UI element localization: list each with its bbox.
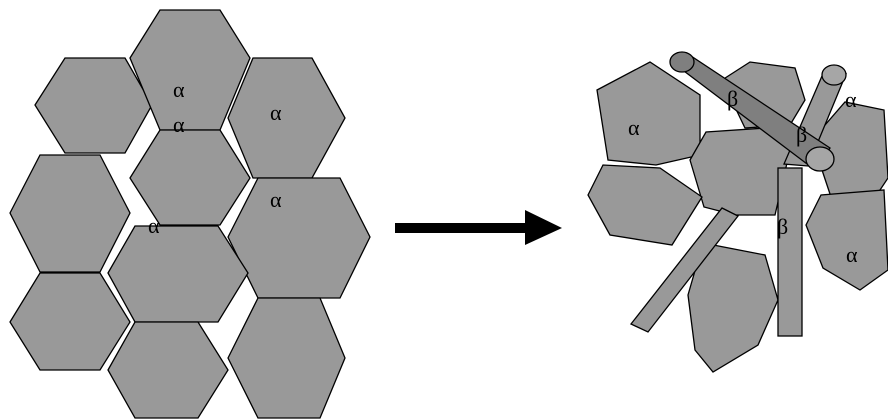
- hexagon-cell: [596, 61, 701, 166]
- hexagon-cell: [227, 297, 346, 419]
- arrow-head: [525, 210, 562, 245]
- alpha-label: α: [173, 112, 185, 137]
- arrow-shaft: [395, 223, 530, 233]
- hexagon-cell: [227, 177, 371, 299]
- hexagon-cell: [9, 154, 131, 273]
- alpha-label: α: [270, 187, 282, 212]
- hexagon-cell: [107, 321, 229, 419]
- hexagon-cell: [227, 57, 346, 179]
- alpha-label: α: [845, 87, 857, 112]
- hexagon-cell: [34, 57, 153, 154]
- beta-label: β: [727, 86, 738, 111]
- hexagon-cell: [689, 127, 791, 216]
- rod-end-cap: [821, 64, 847, 86]
- beta-label: β: [796, 122, 807, 147]
- rod: [777, 167, 803, 337]
- alpha-label: α: [173, 77, 185, 102]
- beta-label: β: [777, 214, 788, 239]
- transformation-arrow: [395, 210, 562, 245]
- hexagon-cell: [805, 189, 888, 291]
- left-panel: α α α α α: [9, 9, 371, 419]
- hexagon-cell: [587, 164, 703, 246]
- alpha-label: α: [270, 100, 282, 125]
- alpha-label: α: [628, 115, 640, 140]
- right-panel: α α α β β β: [587, 51, 888, 373]
- hexagon-cell: [129, 129, 251, 226]
- alpha-label: α: [148, 213, 160, 238]
- hexagon-cell: [9, 272, 131, 371]
- alpha-label: α: [846, 242, 858, 267]
- rod-end-cap: [805, 146, 835, 172]
- hexagon-cell: [107, 225, 249, 323]
- rod-end-cap: [669, 51, 695, 73]
- rod: [629, 207, 739, 333]
